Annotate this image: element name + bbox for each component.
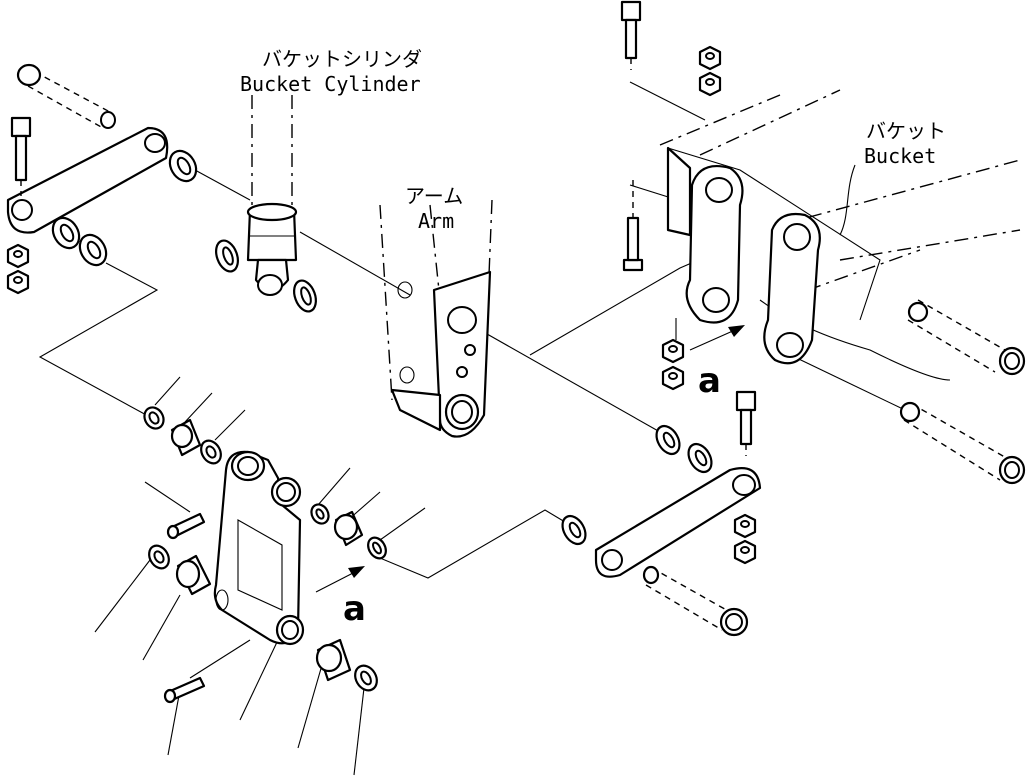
arm-label-en: Arm [418,209,454,233]
view-arrow-right [689,325,745,351]
bucket [659,89,1021,381]
lower-right-nuts [733,513,757,565]
arm-label-jp: アーム [405,184,463,208]
arm [379,199,493,438]
bucket-leader-line [839,164,856,236]
h-link [213,450,305,646]
bucket-bolts [620,0,644,272]
grease-fittings [163,512,206,704]
bucket-cylinder [215,95,317,313]
lower-right-link [594,467,762,578]
bucket-pin-upper [907,299,1026,376]
view-marker-a-right: a [698,361,721,401]
lower-right-bolt [735,390,757,456]
bucket-nuts [661,45,722,391]
bucket-cylinder-label-en: Bucket Cylinder [240,72,421,96]
bucket-cylinder-label-jp: バケットシリンダ [262,47,422,71]
top-left-bolt [10,116,32,196]
bucket-label-jp: バケット [866,119,946,143]
top-left-link [6,126,169,234]
top-left-nuts [6,243,30,295]
bucket-pin-lower [899,401,1026,485]
bucket-link-upper [685,164,744,324]
view-marker-a-left: a [343,589,366,629]
bucket-link-lower [763,212,821,365]
bucket-label-en: Bucket [864,144,936,168]
h-link-bushings [143,406,387,692]
assembly-lines [38,81,906,776]
top-left-shims [51,149,198,267]
view-arrow-left [315,566,365,593]
upper-pin-left [16,63,116,129]
lower-right-pin [642,565,749,637]
lower-right-shims [561,424,713,546]
